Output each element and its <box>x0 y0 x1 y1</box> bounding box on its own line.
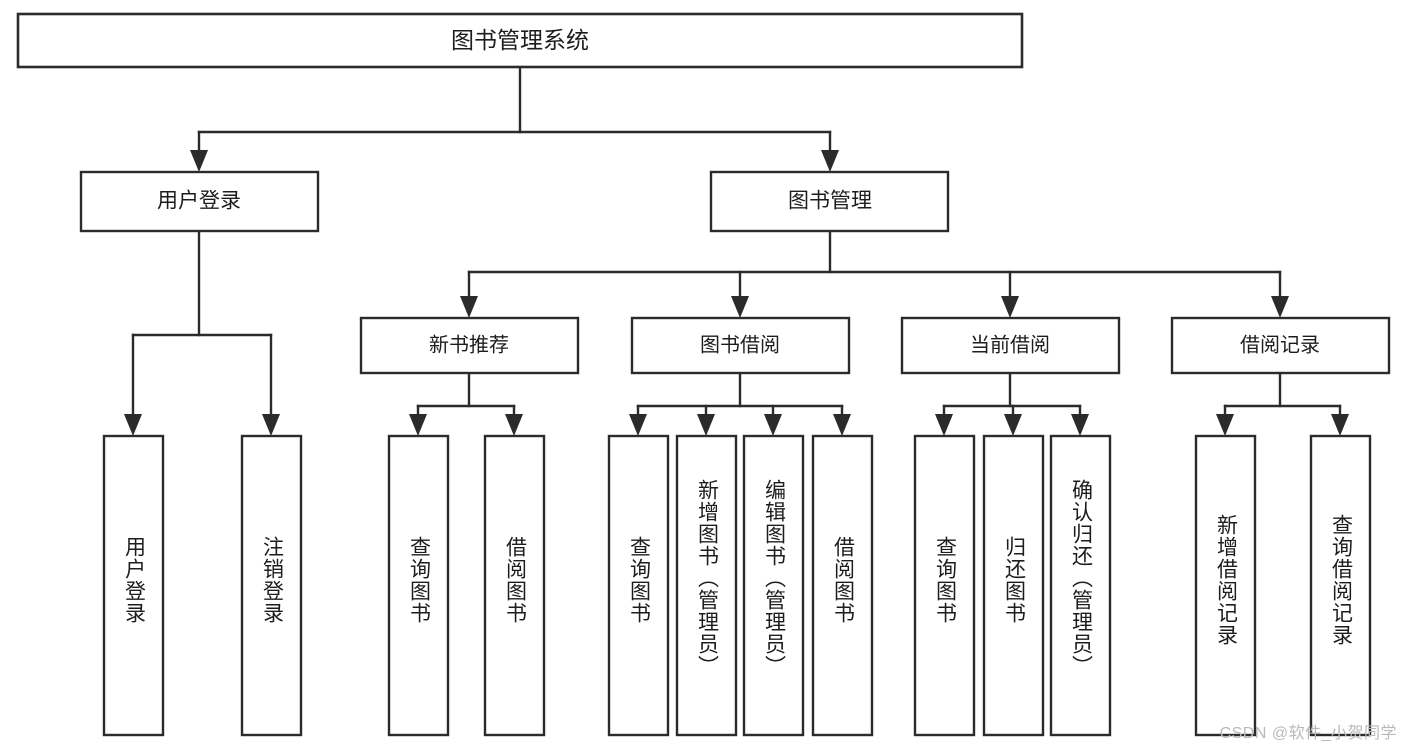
leaf-borrow-records-1-label: 新增借阅记录 <box>1214 514 1238 646</box>
leaf-new-book-2-label: 借阅图书 <box>503 536 527 624</box>
leaf-current-borrow-2-label: 归还图书 <box>1002 536 1026 624</box>
arrowhead-new-book <box>460 296 478 318</box>
node-book-borrow-label: 图书借阅 <box>700 333 780 356</box>
leaf-book-borrow-2-box[interactable] <box>675 434 738 737</box>
arrowhead-book-borrow <box>731 296 749 318</box>
leaf-current-borrow-2[interactable]: 归还图书 <box>982 434 1045 737</box>
arrowhead-bookborrow-leaf-1 <box>629 414 647 436</box>
node-book-management-label: 图书管理 <box>788 190 872 213</box>
leaf-book-borrow-4[interactable]: 借阅图书 <box>811 434 874 737</box>
leaf-new-book-1[interactable]: 查询图书 <box>387 434 450 737</box>
arrowhead-currentborrow-leaf-3 <box>1071 414 1089 436</box>
leaf-current-borrow-3-label: 确认归还（管理员） <box>1069 479 1093 677</box>
arrowhead-borrow-records <box>1271 296 1289 318</box>
arrowhead-bookborrow-leaf-2 <box>697 414 715 436</box>
node-book-management[interactable]: 图书管理 <box>709 170 950 233</box>
leaf-book-borrow-4-label: 借阅图书 <box>831 536 855 624</box>
node-user-login[interactable]: 用户登录 <box>79 170 320 233</box>
node-user-login-label: 用户登录 <box>157 190 241 213</box>
node-user-login-box[interactable] <box>79 170 320 233</box>
leaf-current-borrow-1-box[interactable] <box>913 434 976 737</box>
node-book-borrow-box[interactable] <box>630 316 851 375</box>
arrowhead-bookborrow-leaf-3 <box>764 414 782 436</box>
leaf-current-borrow-2-box[interactable] <box>982 434 1045 737</box>
leaf-book-borrow-4-box[interactable] <box>811 434 874 737</box>
node-current-borrow-label: 当前借阅 <box>970 333 1050 356</box>
arrowhead-leaf-logout <box>262 414 280 436</box>
connectors <box>124 65 1349 436</box>
leaf-new-book-2[interactable]: 借阅图书 <box>483 434 546 737</box>
leaf-user-login-1[interactable]: 用户登录 <box>102 434 165 737</box>
node-root[interactable]: 图书管理系统 <box>16 12 1024 69</box>
node-book-borrow[interactable]: 图书借阅 <box>630 316 851 375</box>
arrowhead-bookborrow-leaf-4 <box>833 414 851 436</box>
leaf-borrow-records-2[interactable]: 查询借阅记录 <box>1309 434 1372 737</box>
arrowhead-currentborrow-leaf-1 <box>935 414 953 436</box>
leaf-borrow-records-1[interactable]: 新增借阅记录 <box>1194 434 1257 737</box>
node-borrow-records-box[interactable] <box>1170 316 1391 375</box>
leaf-book-borrow-2[interactable]: 新增图书（管理员） <box>675 434 738 737</box>
leaf-book-borrow-1[interactable]: 查询图书 <box>607 434 670 737</box>
arrowhead-current-borrow <box>1001 296 1019 318</box>
leaf-user-login-2-box[interactable] <box>240 434 303 737</box>
leaf-borrow-records-2-label: 查询借阅记录 <box>1329 514 1353 646</box>
leaf-current-borrow-3[interactable]: 确认归还（管理员） <box>1049 434 1112 737</box>
node-current-borrow[interactable]: 当前借阅 <box>900 316 1121 375</box>
arrowhead-book-mgmt <box>821 150 839 172</box>
leaf-user-login-1-label: 用户登录 <box>122 536 146 624</box>
leaf-borrow-records-1-box[interactable] <box>1194 434 1257 737</box>
leaf-current-borrow-3-box[interactable] <box>1049 434 1112 737</box>
leaf-new-book-1-label: 查询图书 <box>407 536 431 624</box>
leaf-new-book-2-box[interactable] <box>483 434 546 737</box>
csdn-watermark: CSDN @软件_小贺同学 <box>1219 725 1397 742</box>
leaf-current-borrow-1[interactable]: 查询图书 <box>913 434 976 737</box>
leaf-user-login-1-box[interactable] <box>102 434 165 737</box>
arrowhead-newbook-leaf-1 <box>409 414 427 436</box>
node-book-management-box[interactable] <box>709 170 950 233</box>
leaf-current-borrow-1-label: 查询图书 <box>933 536 957 624</box>
leaf-new-book-1-box[interactable] <box>387 434 450 737</box>
arrowhead-borrowrecords-leaf-2 <box>1331 414 1349 436</box>
node-current-borrow-box[interactable] <box>900 316 1121 375</box>
leaf-book-borrow-1-box[interactable] <box>607 434 670 737</box>
node-root-label: 图书管理系统 <box>451 27 589 53</box>
leaf-book-borrow-3[interactable]: 编辑图书（管理员） <box>742 434 805 737</box>
arrowhead-leaf-user-login <box>124 414 142 436</box>
node-root-box[interactable] <box>16 12 1024 69</box>
leaf-user-login-2-label: 注销登录 <box>260 536 284 624</box>
node-new-book-recommend-box[interactable] <box>359 316 580 375</box>
arrowhead-user-login <box>190 150 208 172</box>
leaf-user-login-2[interactable]: 注销登录 <box>240 434 303 737</box>
arrowhead-currentborrow-leaf-2 <box>1004 414 1022 436</box>
node-new-book-recommend[interactable]: 新书推荐 <box>359 316 580 375</box>
leaf-book-borrow-2-label: 新增图书（管理员） <box>695 479 719 677</box>
node-borrow-records[interactable]: 借阅记录 <box>1170 316 1391 375</box>
arrowhead-borrowrecords-leaf-1 <box>1216 414 1234 436</box>
leaf-borrow-records-2-box[interactable] <box>1309 434 1372 737</box>
leaf-book-borrow-3-label: 编辑图书（管理员） <box>762 479 786 677</box>
arrowhead-newbook-leaf-2 <box>505 414 523 436</box>
leaf-book-borrow-3-box[interactable] <box>742 434 805 737</box>
leaf-book-borrow-1-label: 查询图书 <box>627 536 651 624</box>
node-new-book-recommend-label: 新书推荐 <box>429 333 509 356</box>
node-borrow-records-label: 借阅记录 <box>1240 333 1320 356</box>
